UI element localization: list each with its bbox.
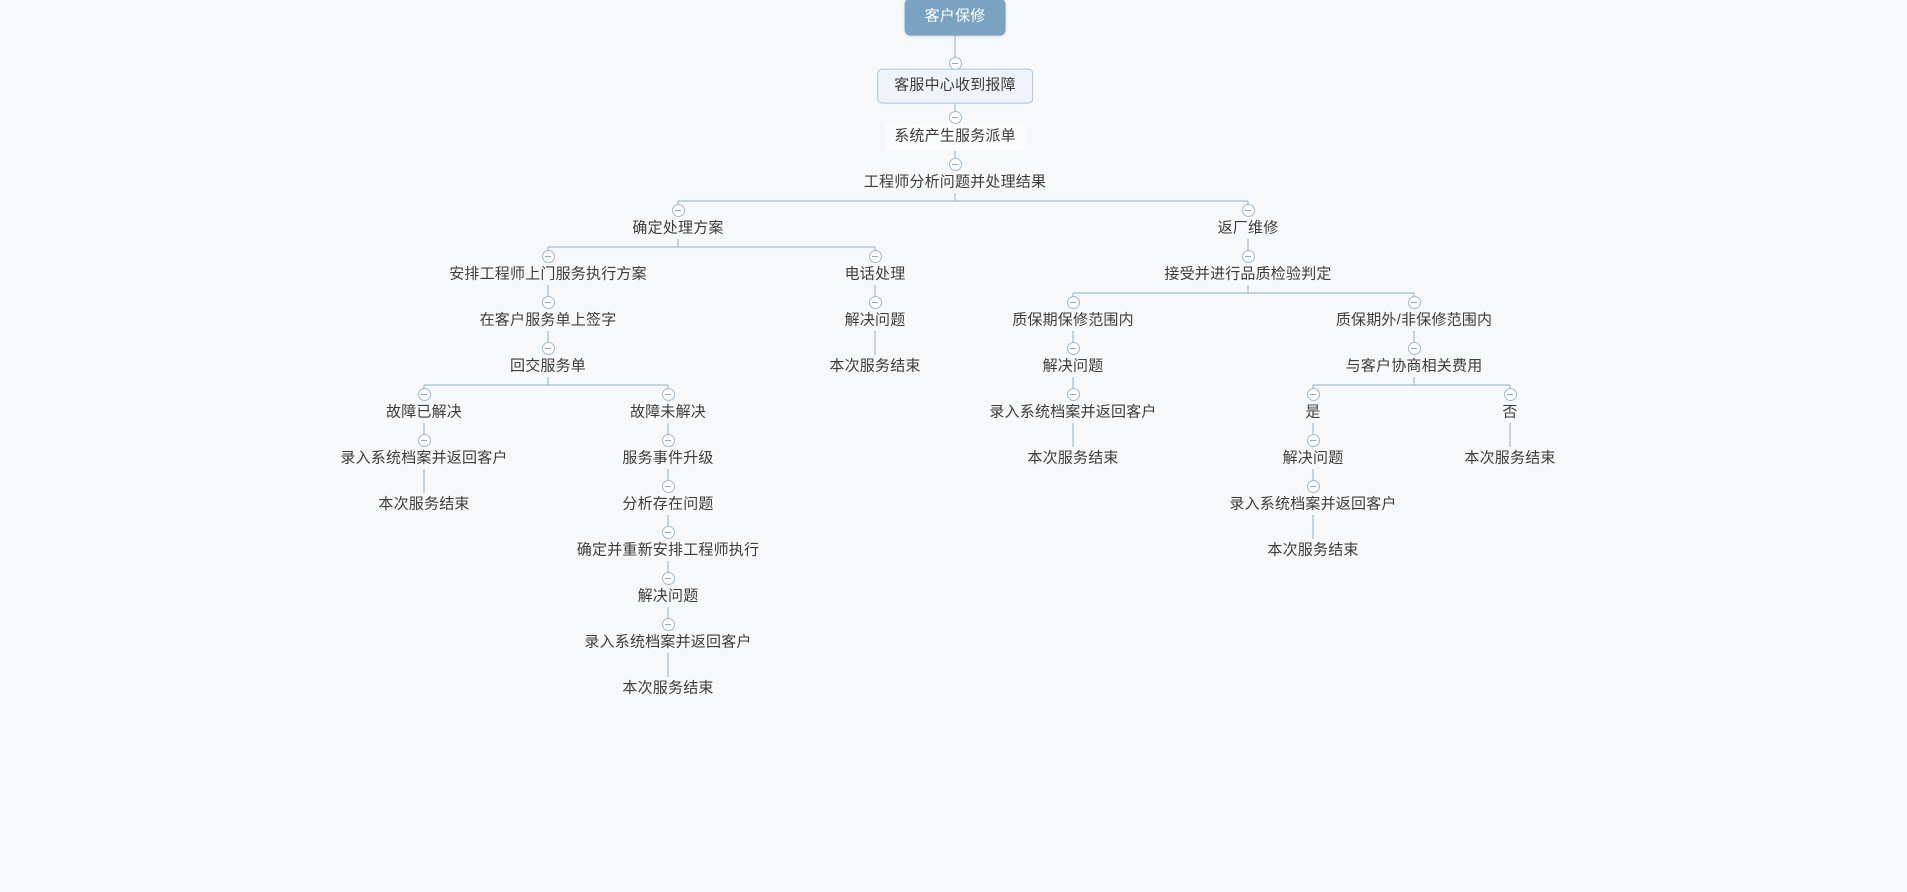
collapse-minus-circle-icon[interactable] xyxy=(661,525,675,539)
mindmap-node[interactable]: 分析存在问题 xyxy=(622,495,714,513)
mindmap-node[interactable]: 本次服务结束 xyxy=(829,357,921,375)
collapse-minus-circle-icon[interactable] xyxy=(1066,387,1080,401)
mindmap-node[interactable]: 解决问题 xyxy=(1282,449,1344,467)
collapse-minus-circle-icon[interactable] xyxy=(868,295,882,309)
collapse-minus-circle-icon[interactable] xyxy=(541,249,555,263)
mindmap-node[interactable]: 确定并重新安排工程师执行 xyxy=(576,541,760,559)
collapse-minus-circle-icon[interactable] xyxy=(661,617,675,631)
collapse-minus-circle-icon[interactable] xyxy=(1407,341,1421,355)
mindmap-node[interactable]: 回交服务单 xyxy=(509,357,587,375)
mindmap-node[interactable]: 本次服务结束 xyxy=(378,495,470,513)
collapse-minus-circle-icon[interactable] xyxy=(1306,479,1320,493)
collapse-minus-circle-icon[interactable] xyxy=(1306,433,1320,447)
mindmap-node[interactable]: 本次服务结束 xyxy=(622,679,714,697)
mindmap-node[interactable]: 故障未解决 xyxy=(629,403,707,421)
collapse-minus-circle-icon[interactable] xyxy=(868,249,882,263)
collapse-minus-circle-icon[interactable] xyxy=(541,295,555,309)
mindmap-node[interactable]: 故障已解决 xyxy=(385,403,463,421)
collapse-minus-circle-icon[interactable] xyxy=(1503,387,1517,401)
mindmap-node[interactable]: 解决问题 xyxy=(637,587,699,605)
mindmap-node[interactable]: 电话处理 xyxy=(844,265,906,283)
collapse-minus-circle-icon[interactable] xyxy=(661,387,675,401)
collapse-minus-circle-icon[interactable] xyxy=(541,341,555,355)
mindmap-node[interactable]: 在客户服务单上签字 xyxy=(479,311,617,329)
mindmap-node[interactable]: 返厂维修 xyxy=(1217,219,1279,237)
collapse-minus-circle-icon[interactable] xyxy=(417,433,431,447)
collapse-minus-circle-icon[interactable] xyxy=(1241,203,1255,217)
collapse-minus-circle-icon[interactable] xyxy=(671,203,685,217)
mindmap-node[interactable]: 否 xyxy=(1502,403,1518,421)
mindmap-node[interactable]: 接受并进行品质检验判定 xyxy=(1164,265,1332,283)
mindmap-node[interactable]: 解决问题 xyxy=(844,311,906,329)
mindmap-node[interactable]: 录入系统档案并返回客户 xyxy=(340,449,508,467)
collapse-minus-circle-icon[interactable] xyxy=(1407,295,1421,309)
mindmap-node[interactable]: 工程师分析问题并处理结果 xyxy=(863,173,1047,191)
collapse-minus-circle-icon[interactable] xyxy=(417,387,431,401)
collapse-minus-circle-icon[interactable] xyxy=(661,433,675,447)
mindmap-node[interactable]: 客户保修 xyxy=(904,0,1006,36)
mindmap-node[interactable]: 确定处理方案 xyxy=(632,219,724,237)
mindmap-node[interactable]: 录入系统档案并返回客户 xyxy=(1229,495,1397,513)
mindmap-node[interactable]: 安排工程师上门服务执行方案 xyxy=(449,265,647,283)
collapse-minus-circle-icon[interactable] xyxy=(661,479,675,493)
mindmap-node[interactable]: 本次服务结束 xyxy=(1464,449,1556,467)
mindmap-node[interactable]: 服务事件升级 xyxy=(622,449,714,467)
collapse-minus-circle-icon[interactable] xyxy=(661,571,675,585)
mindmap-node[interactable]: 录入系统档案并返回客户 xyxy=(584,633,752,651)
mindmap-node[interactable]: 解决问题 xyxy=(1042,357,1104,375)
collapse-minus-circle-icon[interactable] xyxy=(1306,387,1320,401)
collapse-minus-circle-icon[interactable] xyxy=(1066,295,1080,309)
mindmap-node[interactable]: 质保期外/非保修范围内 xyxy=(1335,311,1493,329)
mindmap-node[interactable]: 本次服务结束 xyxy=(1027,449,1119,467)
mindmap-node[interactable]: 与客户协商相关费用 xyxy=(1345,357,1483,375)
collapse-minus-circle-icon[interactable] xyxy=(1066,341,1080,355)
mindmap-node[interactable]: 是 xyxy=(1305,403,1321,421)
mindmap-node[interactable]: 质保期保修范围内 xyxy=(1012,311,1134,329)
collapse-minus-circle-icon[interactable] xyxy=(948,110,962,124)
mindmap-node[interactable]: 本次服务结束 xyxy=(1267,541,1359,559)
collapse-minus-circle-icon[interactable] xyxy=(948,157,962,171)
collapse-minus-circle-icon[interactable] xyxy=(1241,249,1255,263)
mindmap-node[interactable]: 系统产生服务派单 xyxy=(885,123,1025,151)
collapse-minus-circle-icon[interactable] xyxy=(948,56,962,70)
mindmap-node[interactable]: 客服中心收到报障 xyxy=(877,68,1033,104)
mindmap-node[interactable]: 录入系统档案并返回客户 xyxy=(989,403,1157,421)
